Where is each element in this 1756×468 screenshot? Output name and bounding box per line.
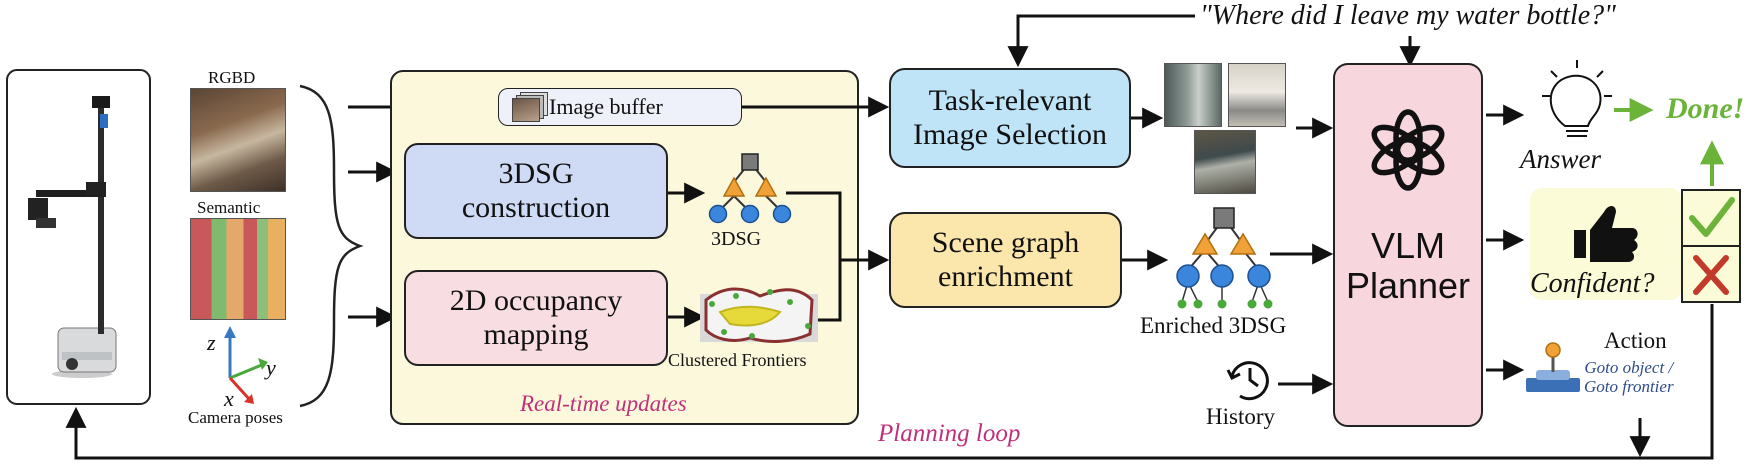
camera-axes-icon [224,326,268,404]
joystick-icon [1526,342,1580,392]
input-brace [299,84,364,408]
clustered-frontiers-map [700,287,818,343]
selected-image-3 [1194,130,1256,194]
query-text: "Where did I leave my water bottle?" [1200,0,1616,31]
check-icon [1689,197,1735,237]
semantic-label: Semantic [197,198,261,217]
action-options-label: Goto object / Goto frontier [1584,358,1674,397]
vlm-planner-label: VLM Planner [1345,225,1471,307]
camera-poses-label: Camera poses [188,408,283,427]
realtime-caption: Real-time updates [520,391,687,416]
openai-logo-icon [1371,109,1445,191]
rgbd-label: RGBD [208,68,256,87]
action-label: Action [1604,328,1667,353]
axis-y-label: y [266,355,276,380]
clustered-frontiers-label: Clustered Frontiers [668,350,807,370]
3dsg-graph-icon [708,153,792,224]
history-icon [1226,361,1269,401]
robot-illustration [28,96,117,378]
confident-label: Confident? [1530,268,1655,299]
axis-x-label: x [224,386,234,411]
history-label: History [1206,404,1275,429]
3dsg-label: 3DSG [711,228,762,250]
planning-loop-line [65,304,1714,460]
robot-frame [6,69,151,405]
axis-z-label: z [207,330,216,355]
enriched-3dsg-label: Enriched 3DSG [1140,313,1287,338]
done-label: Done! [1666,92,1745,125]
3dsg-construction-box: 3DSG construction [404,143,668,239]
task-selection-box: Task-relevant Image Selection [889,68,1131,168]
cross-icon [1693,255,1729,295]
thumbs-up-icon [1574,206,1638,262]
rgbd-image [190,88,286,192]
answer-label: Answer [1520,144,1601,174]
occupancy-mapping-box: 2D occupancy mapping [404,270,668,366]
image-buffer-label: Image buffer [549,94,663,119]
planning-loop-caption: Planning loop [878,420,1021,447]
enrichment-box: Scene graph enrichment [889,212,1122,308]
selected-image-2 [1228,63,1286,127]
image-stack-icon [512,92,548,122]
selected-image-1 [1164,63,1222,127]
lightbulb-icon [1542,60,1612,137]
enriched-3dsg-graph-icon [1176,207,1273,309]
vlm-planner-box [1333,63,1483,427]
semantic-image [190,218,286,320]
